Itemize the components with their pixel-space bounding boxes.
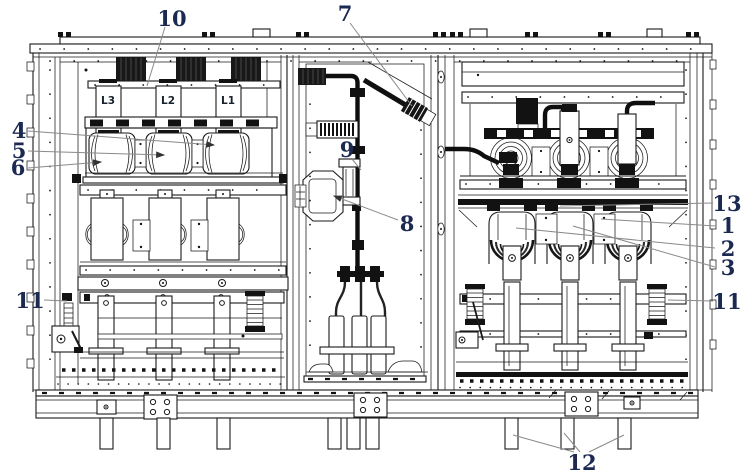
mounting-legs: [99, 417, 632, 450]
cable-chute-edge: [367, 61, 433, 100]
interrupter-pole-l1: [202, 132, 250, 175]
branch-cable: [362, 77, 411, 110]
control-box: [294, 170, 344, 222]
callout-1: 1: [721, 213, 736, 238]
cable-terminations: [319, 315, 395, 375]
callout-leaders: [27, 22, 717, 453]
callout-13: 13: [712, 191, 741, 216]
contact-rail: [84, 116, 278, 129]
cable-junction: [337, 266, 384, 282]
lower-poles: [85, 189, 245, 261]
callout-6: 6: [11, 155, 26, 180]
main-cable: [326, 73, 360, 268]
operating-mechanism: [51, 290, 285, 381]
interlock-bracket: [455, 301, 484, 349]
door-hinge: [437, 70, 445, 84]
callout-labels: 10 7 4 5 6 9 8 13 1 2 3 11 11 12: [11, 1, 742, 475]
cable-connector-hatched: [400, 97, 437, 127]
center-cable-compartment: [294, 61, 437, 383]
phase-label-l1: L1: [221, 95, 235, 107]
compartment-floor: [456, 361, 688, 389]
vacuum-interrupter-housing: [85, 127, 273, 178]
right-spring: [646, 283, 668, 326]
door-hinge: [437, 222, 445, 236]
cable-clamp-bar: [319, 346, 395, 355]
pole-stems: [495, 281, 645, 371]
compartment-floor: [56, 351, 285, 385]
lifting-lug: [469, 28, 488, 38]
support-rail: [458, 194, 688, 228]
ct-shelf: [459, 175, 687, 190]
right-busbar-compartment: [445, 61, 690, 389]
callout-3: 3: [721, 255, 736, 280]
lower-shelf: [77, 261, 289, 291]
interlock-lever: [51, 293, 83, 353]
mid-shelf: [72, 172, 287, 196]
sensor-cylinder: [338, 158, 361, 211]
right-side-wall: [685, 53, 717, 392]
compartment-dividers: [280, 55, 455, 390]
upper-beam: [87, 79, 281, 89]
compartment-floor: [303, 360, 428, 383]
wall-hinge-tabs: [709, 59, 717, 350]
lifting-lug: [252, 28, 271, 38]
interrupter-pole-l2: [145, 132, 193, 175]
phase-label-l3: L3: [101, 95, 115, 107]
phase-cable: [334, 281, 347, 372]
callout-11-left: 11: [15, 288, 44, 313]
callout-4: 4: [12, 118, 27, 143]
callout-2: 2: [721, 236, 736, 261]
left-spring: [464, 283, 486, 326]
isolator-poles: [487, 210, 653, 282]
base-frame: [33, 389, 712, 450]
closing-spring: [244, 290, 266, 333]
lifting-lug: [646, 28, 663, 38]
door-hinge: [437, 145, 445, 159]
corrugated-duct: [305, 120, 359, 139]
callout-10: 10: [157, 6, 186, 31]
callout-7: 7: [338, 1, 353, 26]
mounting-plates: [96, 391, 641, 420]
top-bushing-horizontal: [298, 68, 326, 85]
callout-11-right: 11: [712, 289, 741, 314]
ring-current-transformers: [490, 104, 648, 179]
callout-5: 5: [12, 138, 27, 163]
phase-cable: [375, 281, 387, 340]
wall-hinge-tabs: [26, 61, 35, 369]
top-lifting-rail: [29, 28, 713, 62]
callout-8: 8: [400, 211, 415, 236]
left-breaker-compartment: L3 L2 L1: [51, 56, 289, 385]
phase-label-l2: L2: [161, 95, 175, 107]
top-bushings: [115, 56, 262, 83]
callout-9: 9: [340, 137, 355, 162]
top-panel: [461, 61, 685, 87]
callout-12: 12: [567, 450, 596, 475]
